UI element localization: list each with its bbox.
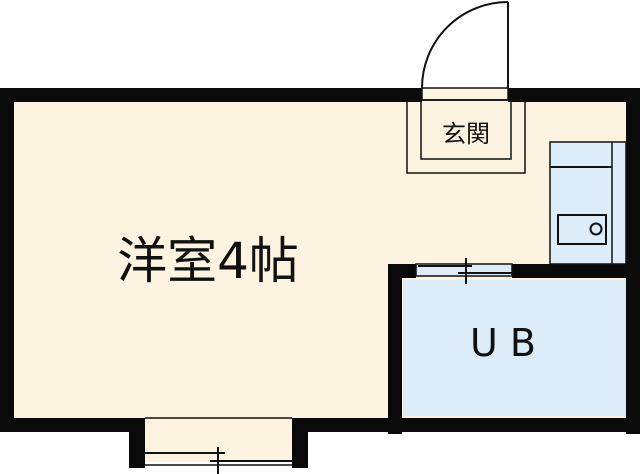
bath-sliding-door [415, 258, 513, 284]
kitchen-counter [549, 141, 627, 265]
western-room-label: 洋室4帖 [117, 232, 299, 290]
balcony-window [145, 417, 292, 474]
entrance-label: 玄関 [442, 120, 490, 148]
entrance-door [421, 1, 509, 101]
unit-bath-label: U B [470, 321, 536, 365]
entrance-inner [420, 99, 512, 160]
unit-bath-floor [403, 280, 626, 416]
walls [0, 88, 640, 468]
